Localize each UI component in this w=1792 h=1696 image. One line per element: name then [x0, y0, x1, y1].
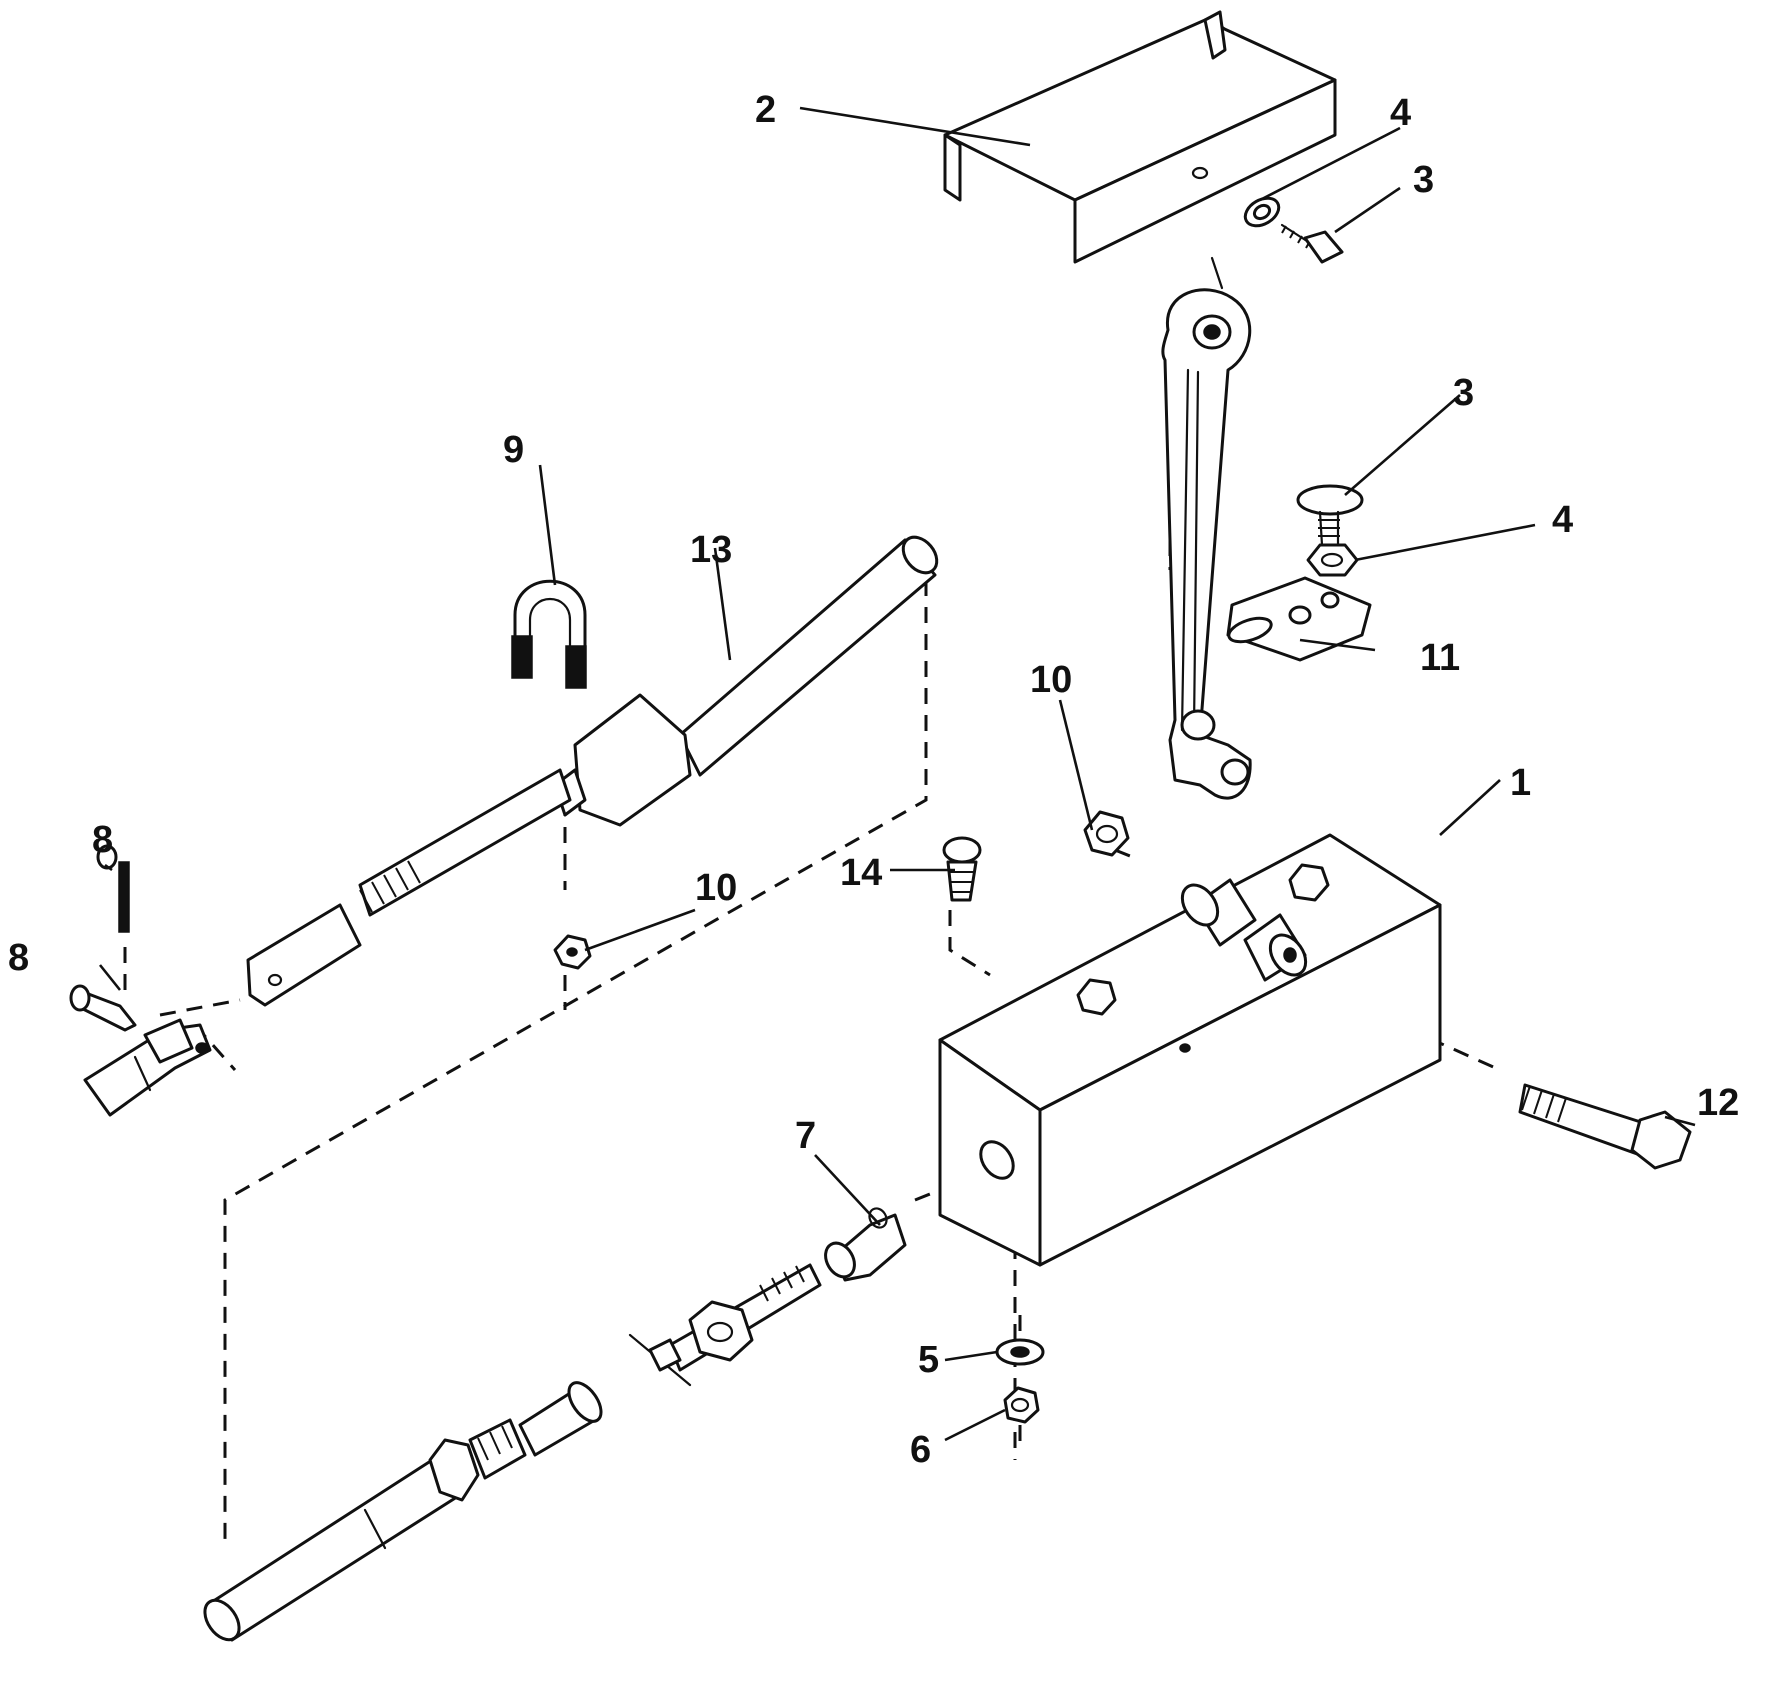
clevis-pin — [69, 984, 137, 1032]
callout-11: 11 — [1420, 637, 1460, 679]
callout-9: 9 — [503, 429, 524, 471]
arm-bracket — [1226, 576, 1372, 662]
threaded-stud — [628, 1263, 822, 1387]
flat-washer — [995, 1338, 1045, 1366]
callout-12: 12 — [1697, 1082, 1739, 1124]
cable-bottom — [203, 1381, 603, 1642]
hex-bolt — [1518, 1083, 1692, 1170]
rod-end-left — [83, 1018, 212, 1117]
callout-labels: 1 2 3 3 4 4 5 6 7 8 8 9 10 10 11 12 13 1… — [8, 89, 1739, 1471]
callout-7: 7 — [795, 1115, 816, 1157]
callout-4-mid: 4 — [1552, 499, 1573, 541]
screw-and-washer-top — [1243, 196, 1344, 264]
pitman-arm — [1161, 256, 1252, 800]
callout-10-right: 10 — [1030, 659, 1072, 701]
lock-nut-mid — [553, 934, 592, 970]
carriage-bolt-mid — [1296, 484, 1364, 577]
callout-13: 13 — [690, 529, 732, 571]
callout-5: 5 — [918, 1339, 939, 1381]
channel-bracket — [943, 10, 1337, 264]
callout-1: 1 — [1510, 762, 1531, 804]
control-cable — [246, 535, 939, 1007]
shoulder-bolt — [942, 836, 982, 902]
callout-2: 2 — [755, 89, 776, 131]
lock-nut-right — [1083, 810, 1130, 857]
assembly-lines — [123, 18, 1501, 1540]
cable-swivel — [824, 1207, 907, 1282]
u-bolt — [511, 579, 587, 689]
callout-10-mid: 10 — [695, 867, 737, 909]
hex-nut-bottom — [1003, 1386, 1040, 1424]
callout-6: 6 — [910, 1429, 931, 1471]
cotter-pin — [96, 844, 130, 933]
callout-8-left: 8 — [8, 937, 29, 979]
callout-8-top: 8 — [92, 819, 113, 861]
leader-lines — [98, 106, 1696, 1442]
actuator-housing — [938, 833, 1442, 1267]
callout-14: 14 — [840, 852, 882, 894]
callout-3-top: 3 — [1413, 159, 1434, 201]
callout-4-top: 4 — [1390, 92, 1411, 134]
callout-3-mid: 3 — [1453, 372, 1474, 414]
